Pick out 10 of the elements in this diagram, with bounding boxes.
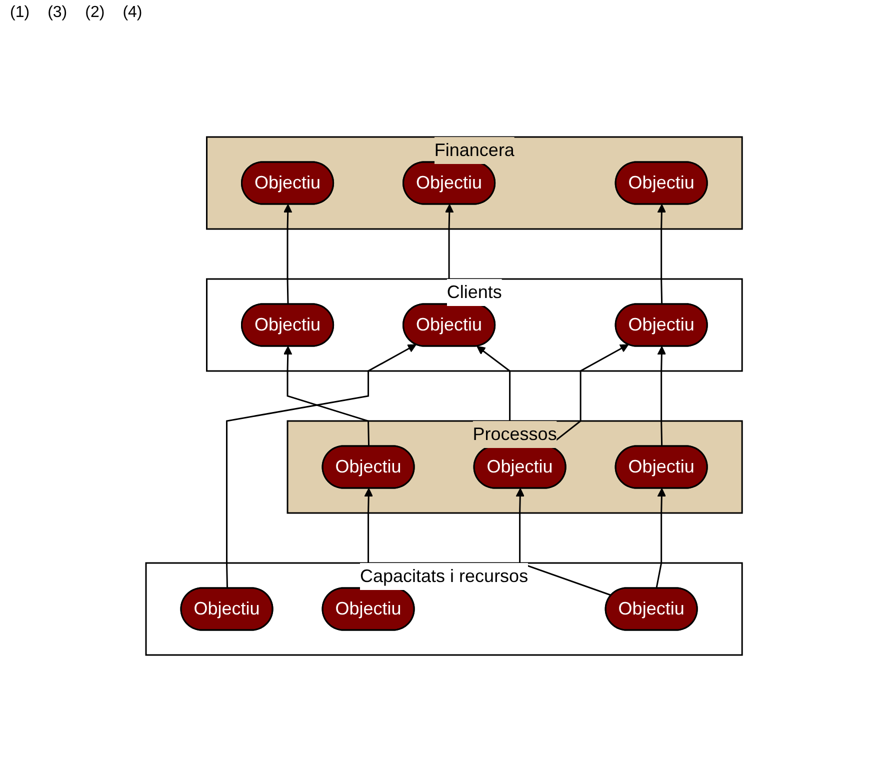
callout-number: (4) [122, 4, 142, 22]
callout-number: (3) [48, 4, 68, 22]
arrow [283, 346, 370, 447]
arrow [657, 346, 666, 447]
arrow [657, 204, 666, 305]
arrow [516, 488, 612, 596]
arrow [283, 204, 292, 305]
arrow [656, 488, 666, 589]
callout-number: (1) [10, 4, 30, 22]
callout-number: (2) [85, 4, 105, 22]
